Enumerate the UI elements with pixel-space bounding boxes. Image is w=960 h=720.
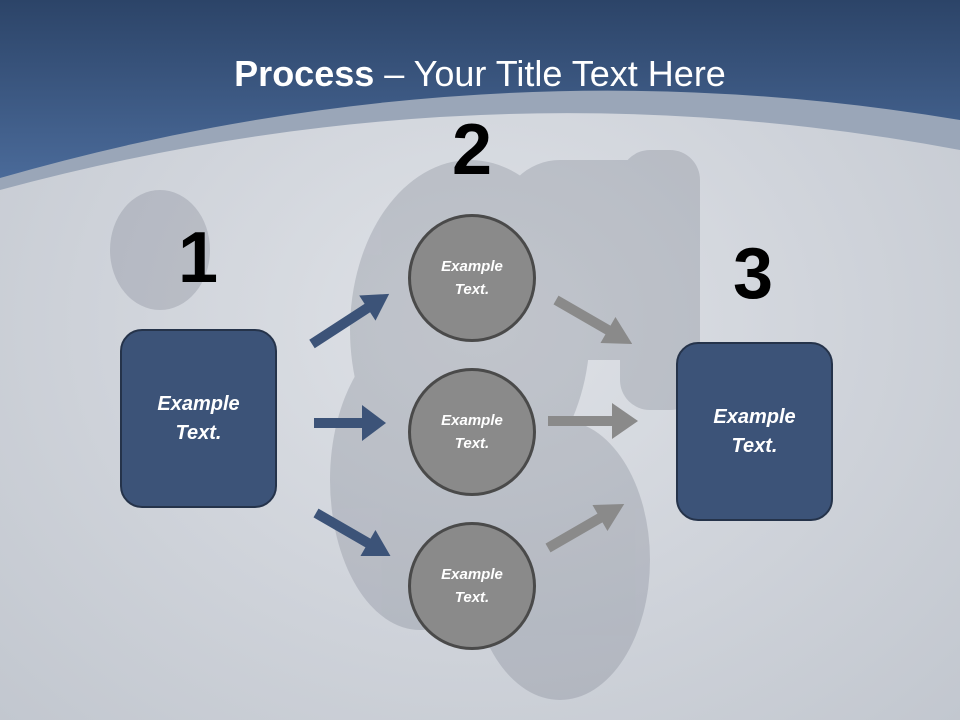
step-1-box: Example Text. <box>120 329 277 508</box>
step-2-circle-bottom: Example Text. <box>408 522 536 650</box>
header-band <box>0 0 960 178</box>
gray-arrows <box>545 295 638 553</box>
step-2-circle-middle: Example Text. <box>408 368 536 496</box>
step-3-box: Example Text. <box>676 342 833 521</box>
step-number-2: 2 <box>451 110 493 190</box>
arrow-gray-right <box>548 403 638 439</box>
title-rest: – Your Title Text Here <box>374 53 726 94</box>
arrow-up-right <box>309 293 390 349</box>
arrow-gray-down-right <box>553 295 633 344</box>
step-2-circle-top: Example Text. <box>408 214 536 342</box>
step-number-1: 1 <box>177 218 219 298</box>
title-bold: Process <box>234 53 375 94</box>
arrow-down-right <box>313 508 391 556</box>
page-title: Process – Your Title Text Here <box>0 52 960 96</box>
arrow-gray-up-right <box>545 504 625 553</box>
blue-arrows <box>309 293 391 556</box>
arrow-right <box>314 405 386 441</box>
step-number-3: 3 <box>732 234 774 314</box>
